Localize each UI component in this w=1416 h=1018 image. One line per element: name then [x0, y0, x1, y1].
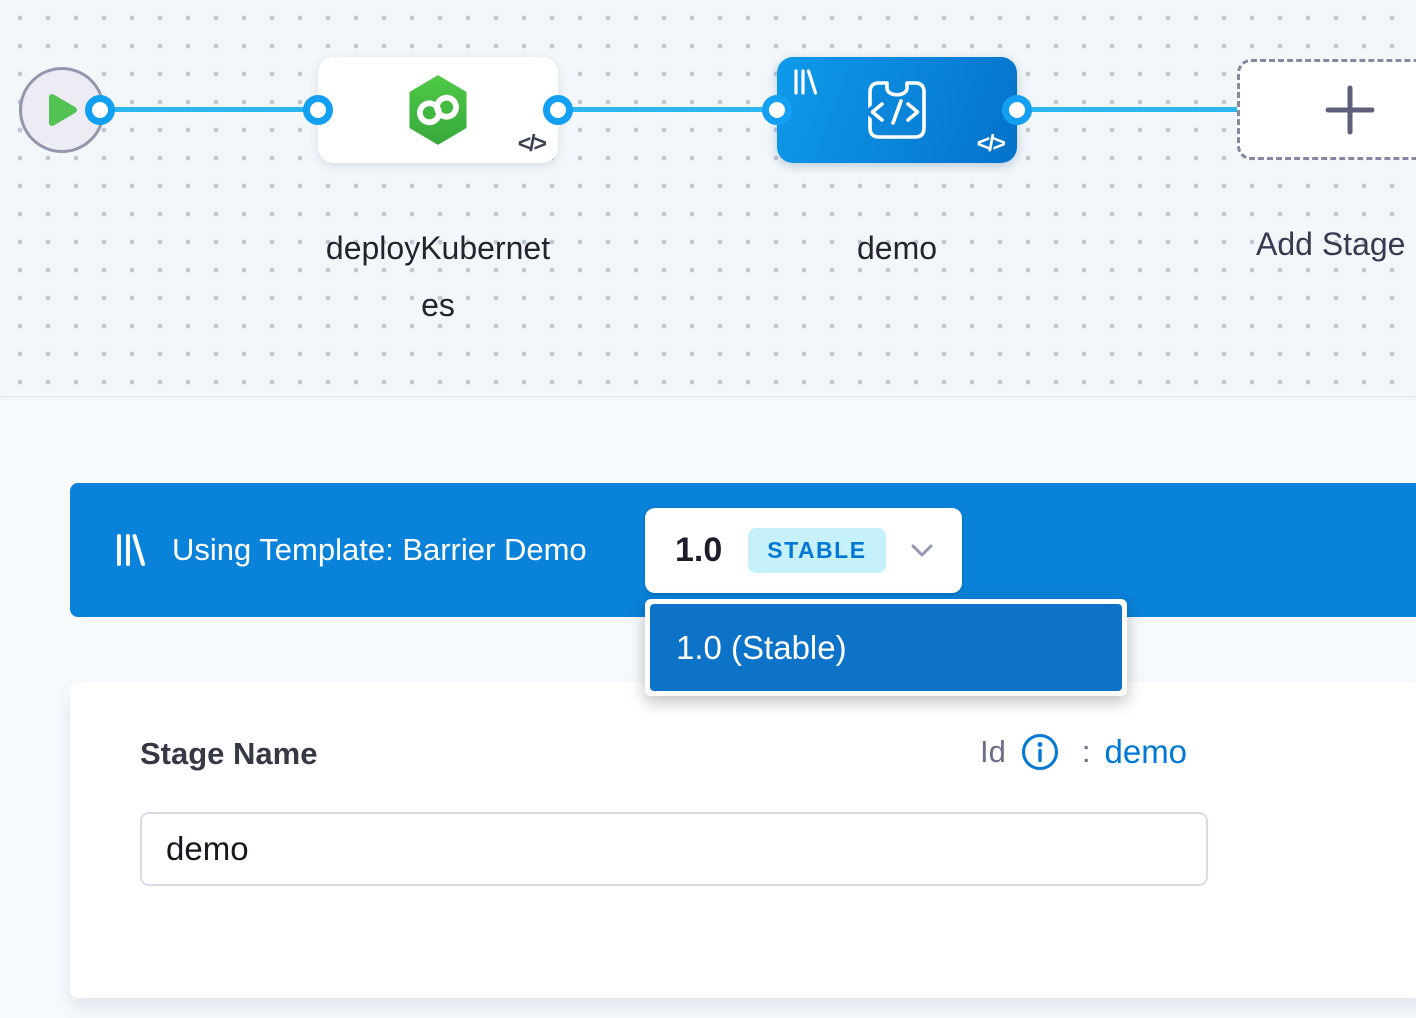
stage-node-deploykubernetes[interactable]: </> [318, 57, 558, 163]
stage-id-row: Id : demo [980, 732, 1187, 772]
stage-name-label: demo [777, 220, 1017, 277]
custom-stage-icon [865, 78, 929, 142]
stage-name-input[interactable] [140, 812, 1208, 886]
stage-id-value-link[interactable]: demo [1104, 733, 1187, 771]
stage-node-demo[interactable]: </> [777, 57, 1017, 163]
pipeline-canvas[interactable]: </> </> [0, 0, 1416, 397]
id-label: Id [980, 734, 1006, 770]
node-port[interactable] [762, 95, 792, 125]
chevron-down-icon[interactable] [908, 540, 936, 562]
stage-name-label: deployKubernetes [320, 220, 556, 334]
add-stage-button[interactable] [1237, 59, 1416, 160]
id-separator: : [1082, 734, 1091, 770]
code-view-icon: </> [977, 130, 1004, 157]
node-port[interactable] [303, 95, 333, 125]
version-dropdown-menu: 1.0 (Stable) [645, 599, 1127, 696]
info-icon[interactable] [1020, 732, 1060, 772]
add-stage-label: Add Stage [1256, 216, 1405, 273]
code-view-icon: </> [518, 130, 545, 157]
node-port[interactable] [543, 95, 573, 125]
play-icon [45, 92, 79, 128]
stage-overview-card: Stage Name Id : demo [70, 682, 1416, 998]
deploy-stage-icon [404, 73, 472, 147]
stable-badge: STABLE [748, 528, 885, 573]
stage-name-field-label: Stage Name [140, 736, 317, 772]
version-option-1-0-stable[interactable]: 1.0 (Stable) [650, 604, 1122, 691]
plus-icon [1321, 81, 1379, 139]
template-version-value: 1.0 [675, 531, 722, 570]
template-banner-text: Using Template: Barrier Demo [172, 532, 587, 568]
node-port[interactable] [85, 95, 115, 125]
edge-connector [100, 107, 318, 112]
template-icon [114, 532, 146, 568]
node-port[interactable] [1002, 95, 1032, 125]
template-version-selector[interactable]: 1.0 STABLE [645, 508, 962, 593]
edge-connector [1017, 107, 1240, 112]
edge-connector [558, 107, 777, 112]
template-corner-icon [792, 68, 818, 101]
